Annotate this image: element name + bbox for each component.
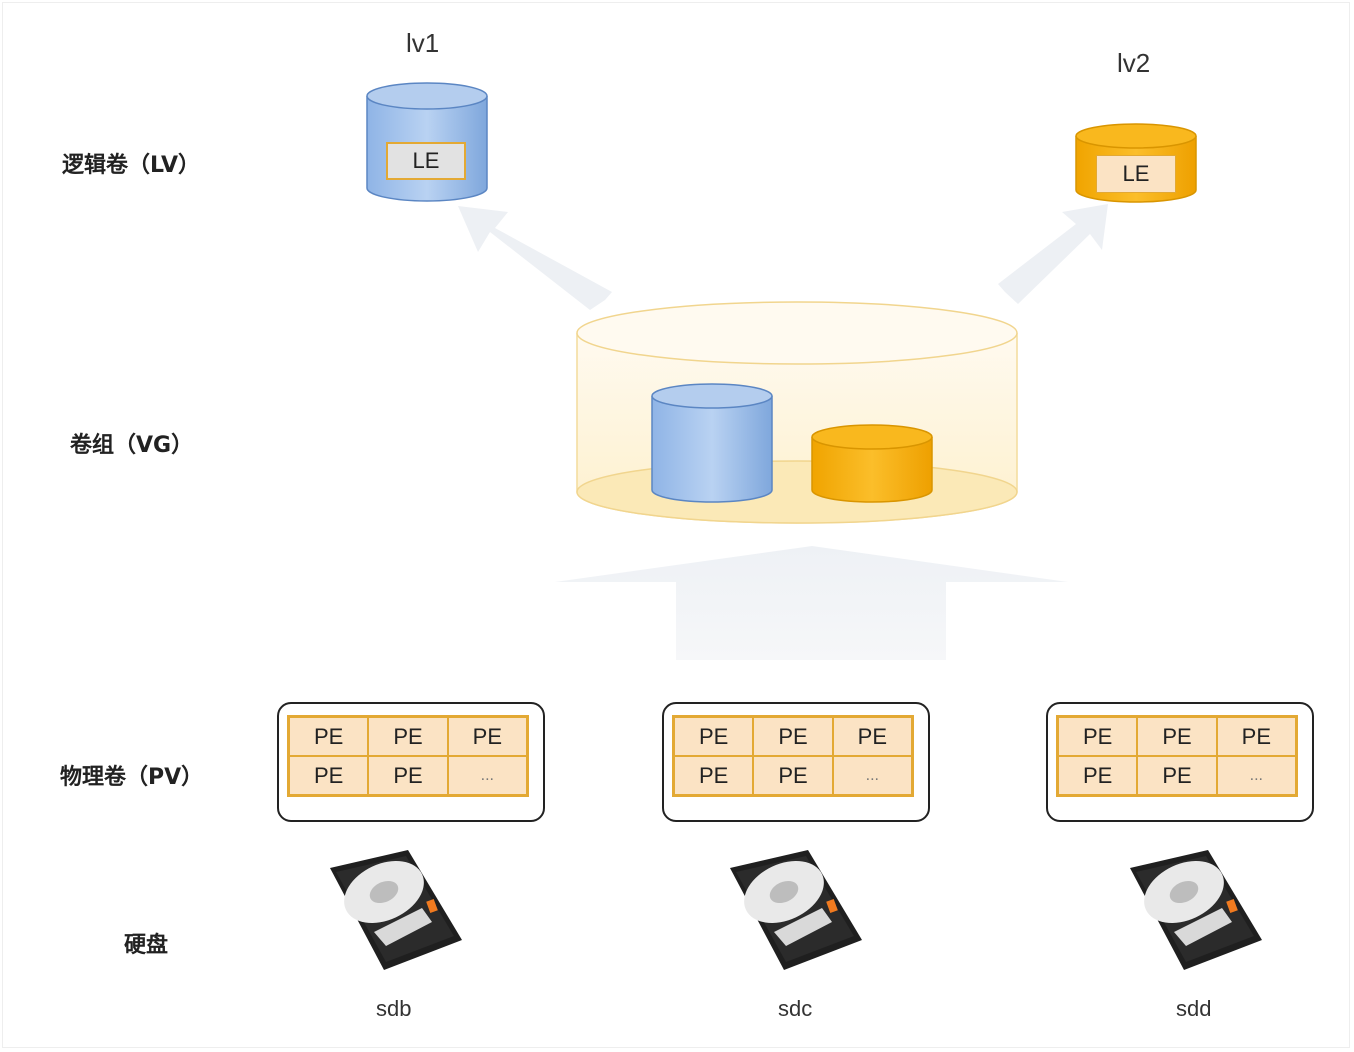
row-label-disk: 硬盘	[124, 933, 169, 958]
hard-disk-icon	[330, 850, 462, 970]
pe-cell: PE	[832, 717, 912, 756]
arrow-vg-to-lv1	[458, 206, 612, 310]
pe-cell-ellipsis: ...	[447, 756, 527, 795]
vg-blue-cylinder	[651, 383, 773, 503]
row-label-vg: 卷组（VG）	[70, 433, 194, 458]
pv-box-sdc: PE PE PE PE PE ...	[662, 702, 930, 822]
row-label-lv: 逻辑卷（LV）	[62, 153, 201, 178]
pe-cell: PE	[1137, 756, 1217, 795]
lv2-le-box: LE	[1096, 155, 1176, 193]
vg-orange-cylinder	[811, 424, 933, 503]
pe-cell: PE	[753, 717, 833, 756]
arrow-vg-to-lv2	[998, 204, 1108, 304]
pe-cell: PE	[368, 717, 448, 756]
pv-box-sdb: PE PE PE PE PE ...	[277, 702, 545, 822]
disk-name-sdc: sdc	[778, 996, 813, 1021]
pe-cell: PE	[674, 756, 754, 795]
arrow-pv-to-vg	[555, 546, 1068, 660]
pe-cell-ellipsis: ...	[832, 756, 912, 795]
hard-disk-icon	[1130, 850, 1262, 970]
volume-group-cylinder	[576, 301, 1018, 524]
pe-cell: PE	[1058, 756, 1138, 795]
pe-cell: PE	[1137, 717, 1217, 756]
pe-cell: PE	[1058, 717, 1138, 756]
pe-cell: PE	[1216, 717, 1296, 756]
lv1-name: lv1	[406, 28, 440, 58]
pe-cell: PE	[674, 717, 754, 756]
pe-cell: PE	[289, 717, 369, 756]
pv-box-sdd: PE PE PE PE PE ...	[1046, 702, 1314, 822]
lv1-le-box: LE	[386, 142, 466, 180]
lv2-name: lv2	[1117, 48, 1151, 78]
disk-name-sdb: sdb	[376, 996, 412, 1021]
hard-disk-icon	[730, 850, 862, 970]
pe-cell: PE	[753, 756, 833, 795]
pe-grid: PE PE PE PE PE ...	[1056, 715, 1298, 797]
disk-name-sdd: sdd	[1176, 996, 1212, 1021]
pe-grid: PE PE PE PE PE ...	[672, 715, 914, 797]
row-label-pv: 物理卷（PV）	[60, 765, 204, 790]
pe-cell: PE	[447, 717, 527, 756]
pe-grid: PE PE PE PE PE ...	[287, 715, 529, 797]
pe-cell: PE	[289, 756, 369, 795]
pe-cell-ellipsis: ...	[1216, 756, 1296, 795]
pe-cell: PE	[368, 756, 448, 795]
